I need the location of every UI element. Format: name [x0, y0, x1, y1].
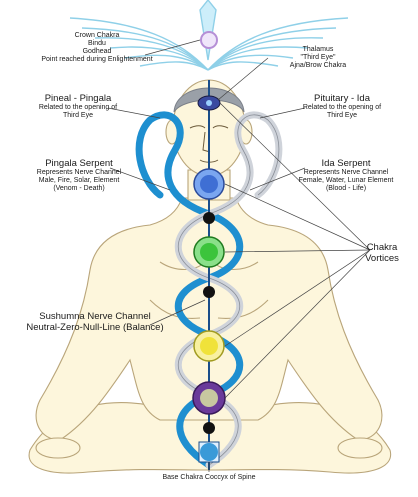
ida-desc-line: Represents Nerve Channel — [303, 169, 389, 176]
ida-desc-line: (Blood - Life) — [325, 185, 367, 192]
sushumna-label: Sushumna Nerve Channel Neutral-Zero-Null… — [10, 311, 180, 333]
thalamus-label: Thalamus "Third Eye" Ajna/Brow Chakra — [258, 46, 378, 70]
chakra-vortices-label: Chakra Vortices — [350, 242, 414, 264]
base-label-text: Base Chakra Coccyx of Spine — [162, 474, 256, 481]
node-1 — [203, 212, 215, 224]
godhead-label-line: Godhead — [82, 48, 112, 55]
node-3 — [203, 422, 215, 434]
pineal-desc-line: Third Eye — [63, 112, 93, 119]
pingala-title: Pingala Serpent — [45, 158, 113, 169]
sacral-chakra — [192, 381, 226, 415]
pingala-desc-line: Represents Nerve Channel — [36, 169, 122, 176]
ida-title: Ida Serpent — [321, 158, 371, 169]
third-eye-quoted-label-line: "Third Eye" — [300, 54, 336, 61]
sushumna-title: Sushumna Nerve Channel — [39, 311, 151, 322]
base-chakra-label: Base Chakra Coccyx of Spine — [109, 474, 309, 482]
enlightenment-label-line: Point reached during Enlightenment — [41, 56, 153, 63]
pingala-desc-line: Male, Fire, Solar, Element — [38, 177, 120, 184]
third-eye-chakra — [197, 95, 221, 111]
pineal-desc-line: Related to the opening of — [38, 104, 118, 111]
vortices-word: Vortices — [365, 253, 399, 264]
pingala-desc-line: (Venom - Death) — [53, 185, 105, 192]
crown-label-line: Crown Chakra — [74, 32, 120, 39]
pineal-label: Pineal - Pingala Related to the opening … — [18, 93, 138, 120]
throat-chakra — [193, 168, 225, 200]
solar-plexus-chakra — [193, 330, 225, 362]
sushumna-subtitle: Neutral-Zero-Null-Line (Balance) — [26, 322, 164, 333]
ida-label: Ida Serpent Represents Nerve Channel Fem… — [278, 158, 414, 193]
ajna-label-line: Ajna/Brow Chakra — [289, 62, 347, 69]
pineal-title: Pineal - Pingala — [44, 93, 112, 104]
pingala-label: Pingala Serpent Represents Nerve Channel… — [14, 158, 144, 193]
pituitary-label: Pituitary - Ida Related to the opening o… — [282, 93, 402, 120]
pituitary-desc-line: Related to the opening of — [302, 104, 382, 111]
thalamus-label-line: Thalamus — [302, 46, 334, 53]
crown-chakra — [200, 31, 218, 49]
bindu-label-line: Bindu — [88, 40, 106, 47]
node-2 — [203, 286, 215, 298]
pituitary-desc-line: Third Eye — [327, 112, 357, 119]
leader-lines — [107, 39, 371, 472]
pituitary-title: Pituitary - Ida — [314, 93, 370, 104]
crown-chakra-label: Crown Chakra Bindu Godhead Point reached… — [22, 32, 172, 64]
ida-desc-line: Female, Water, Lunar Element — [298, 177, 394, 184]
heart-chakra — [193, 236, 225, 268]
chakra-word: Chakra — [366, 242, 398, 253]
root-chakra — [198, 441, 220, 463]
